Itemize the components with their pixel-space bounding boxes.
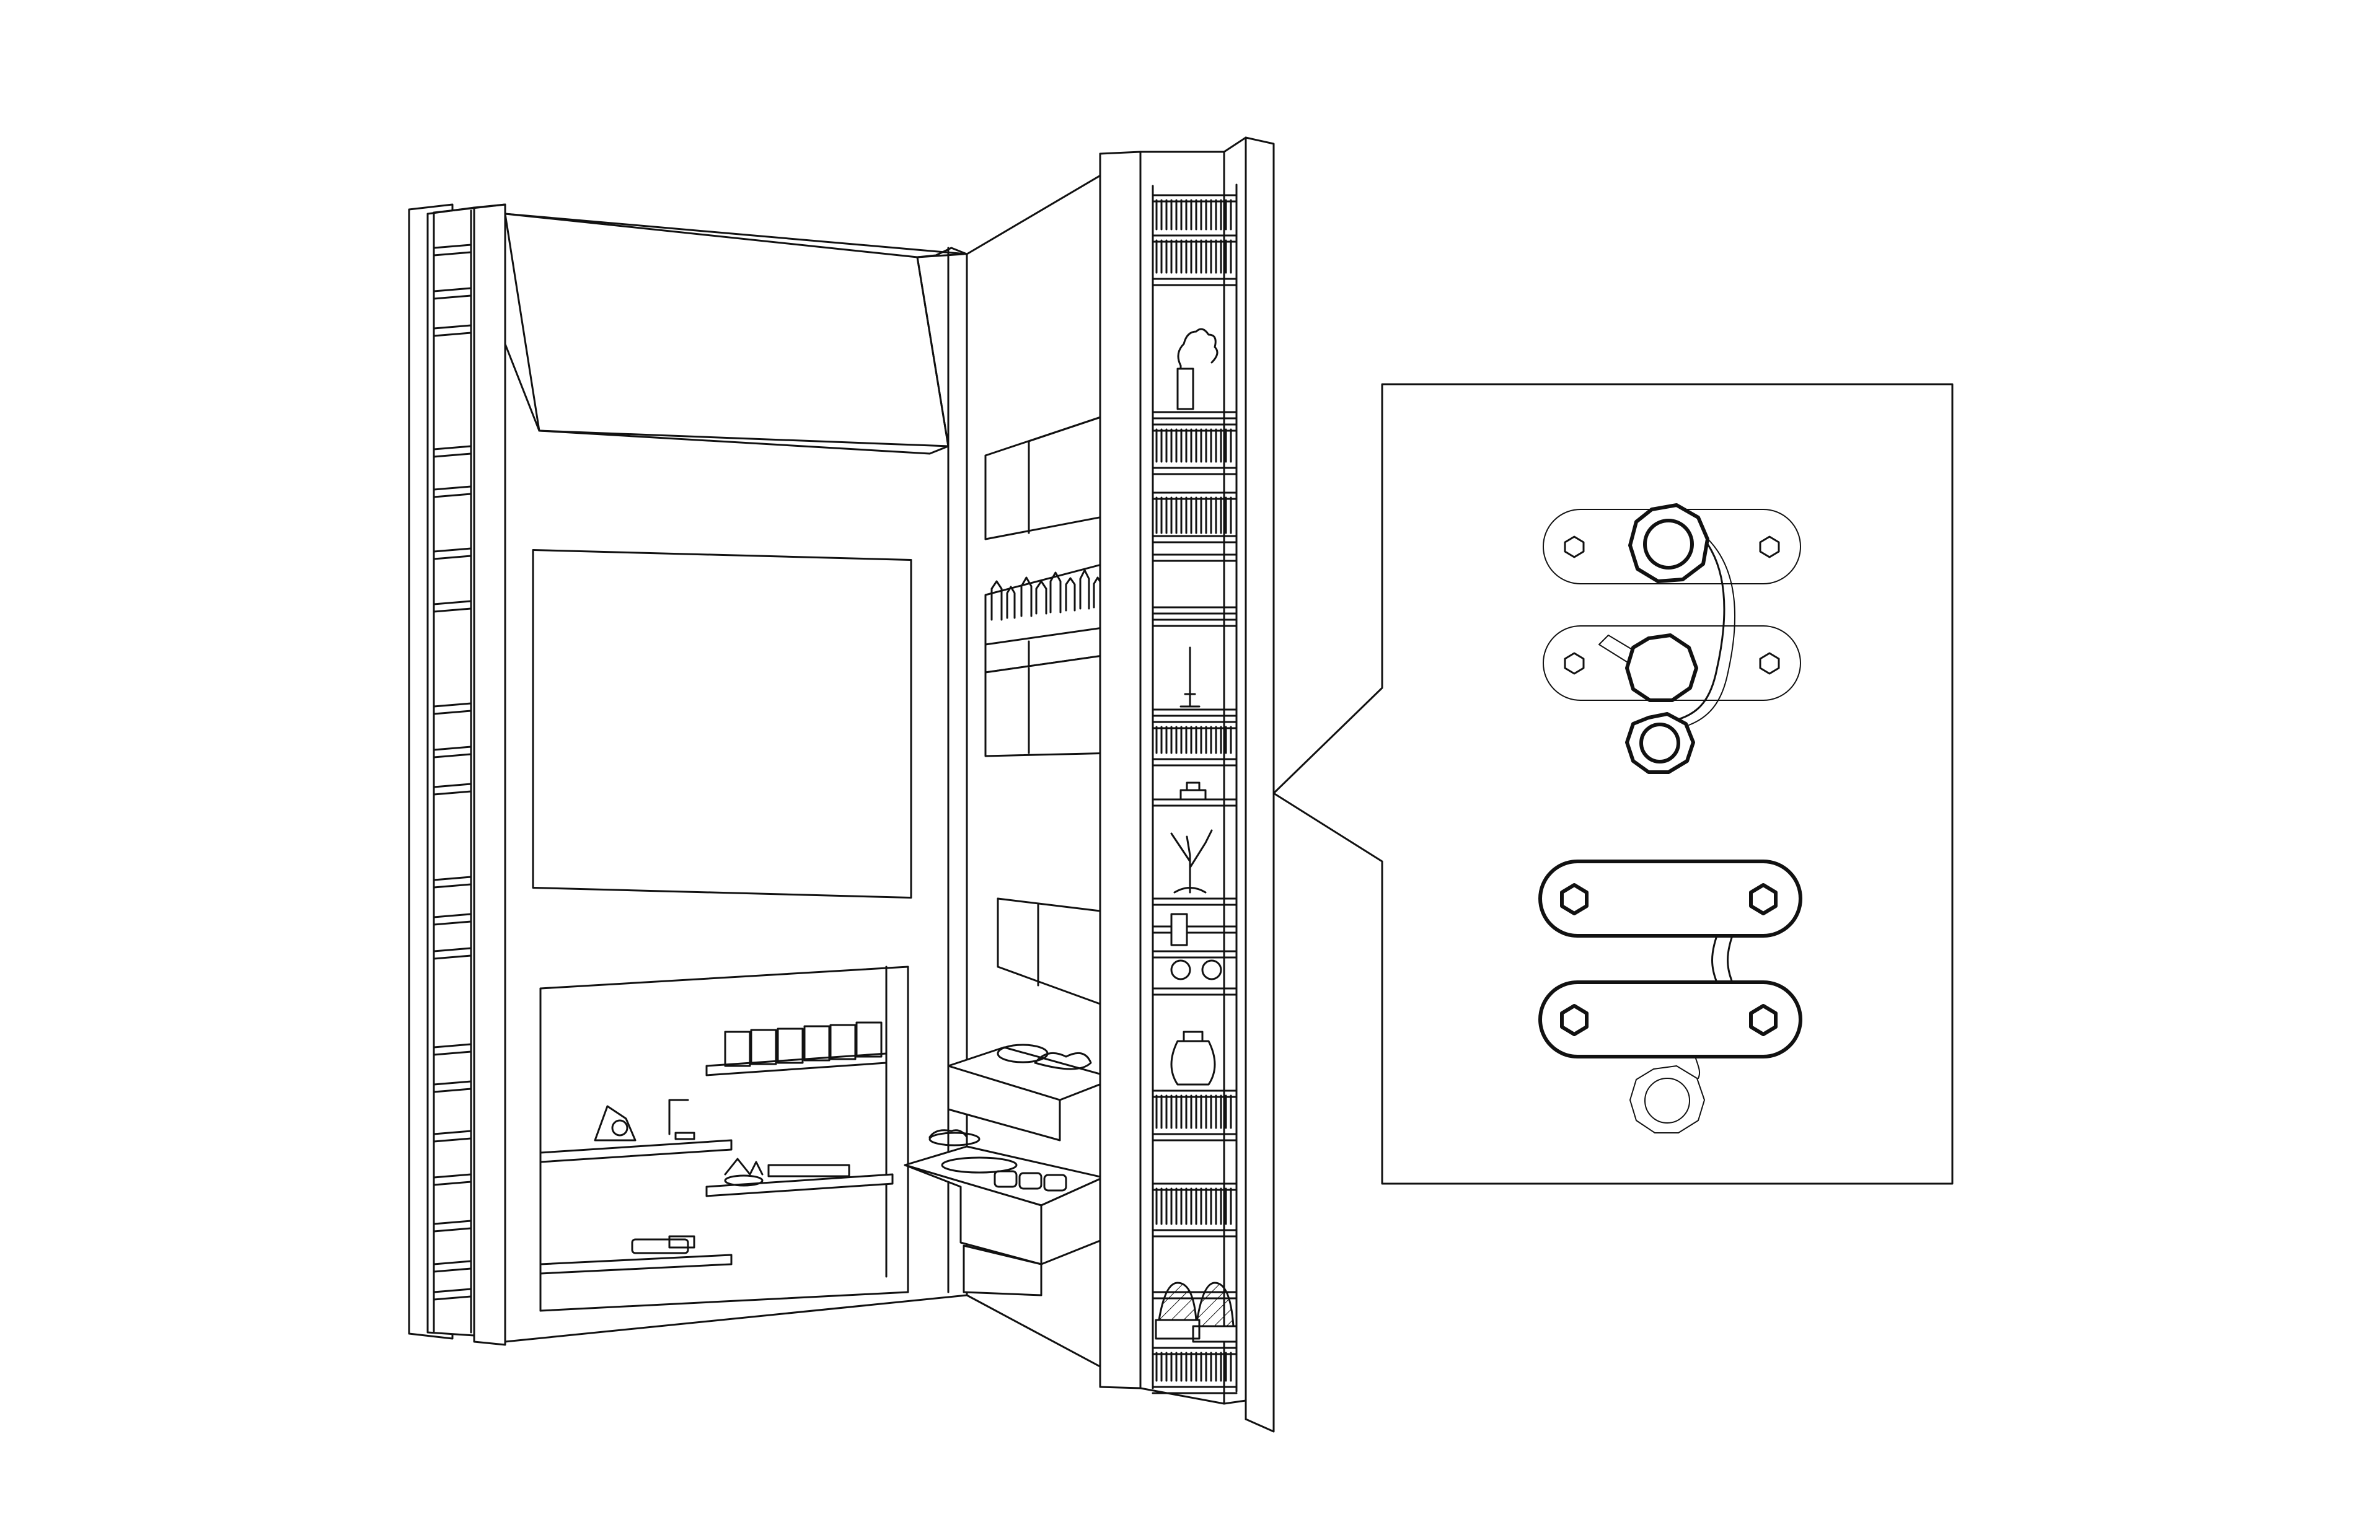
urn: [1170, 1031, 1216, 1086]
pivot-knuckle-bottom: [1625, 712, 1695, 774]
screw-hole-top-right: [1759, 535, 1780, 558]
screw-hole-link-top-right: [1749, 883, 1778, 915]
pivot-knuckle-top: [1628, 503, 1709, 583]
ladder-rung: [433, 746, 472, 751]
ladder-rung: [433, 600, 472, 605]
ladder-rung: [433, 913, 472, 918]
ladder-rung: [433, 445, 472, 451]
ladder-rung: [433, 876, 472, 881]
ladder-rung: [433, 485, 472, 491]
book-stack: [1170, 913, 1188, 946]
pivot-knuckle-hanging: [1629, 1065, 1705, 1133]
basket-left: [1158, 1282, 1197, 1321]
screw-hole-mid-left: [1564, 652, 1585, 675]
basket-right: [1195, 1282, 1235, 1327]
ladder-rung: [433, 883, 472, 889]
ladder-rung: [433, 1181, 472, 1186]
ladder-rung: [433, 547, 472, 553]
counter-blocks: [904, 1044, 1117, 1296]
candlestick: [1179, 646, 1201, 708]
ladder-rung: [433, 702, 472, 708]
ladder-rung: [433, 947, 472, 953]
ladder-rung: [433, 294, 472, 300]
ladder-rung: [433, 783, 472, 788]
ladder-rung: [433, 1173, 472, 1179]
link-connector: [1711, 935, 1734, 983]
screw-hole-link-bottom-left: [1560, 1004, 1589, 1036]
storage-boxes: [724, 1021, 883, 1067]
hinge-detail-open: [1538, 860, 1802, 1133]
ladder-rung: [433, 710, 472, 715]
ladder-rung: [433, 1288, 472, 1293]
right-wall: [904, 151, 1142, 1389]
screw-hole-top-left: [1564, 535, 1585, 558]
left-side-panel: [408, 203, 506, 1346]
door-shelves: [1152, 183, 1238, 1394]
screw-hole-link-top-left: [1560, 883, 1589, 915]
ladder-rung: [433, 1043, 472, 1049]
ladder-rung: [433, 287, 472, 293]
bottles: [990, 569, 1103, 621]
globe-ornament-1: [1170, 959, 1191, 980]
shelf-objects: [594, 1099, 850, 1254]
ladder-rung: [433, 607, 472, 613]
ladder-rung: [433, 1130, 472, 1135]
ladder-rung: [433, 493, 472, 498]
screw-hole-link-bottom-right: [1749, 1004, 1778, 1036]
ladder-rung: [433, 954, 472, 960]
ladder-rung: [433, 324, 472, 330]
hinge-arm-curved: [1678, 526, 1726, 720]
ladder-rung: [433, 790, 472, 796]
basket-bases: [1155, 1319, 1238, 1343]
ladder-rung: [433, 1295, 472, 1301]
ladder-rung: [433, 555, 472, 560]
pivot-knuckle-middle: [1625, 633, 1698, 702]
bonsai-tree: [1170, 829, 1213, 894]
ladder-rung: [433, 452, 472, 458]
ladder-rung: [433, 753, 472, 759]
ladder-rung: [433, 1137, 472, 1143]
ladder-rung: [433, 1260, 472, 1265]
ladder-rung: [433, 332, 472, 337]
vase: [1176, 367, 1194, 410]
picture-panel: [532, 549, 912, 899]
ladder-rung: [433, 1227, 472, 1233]
ladder-rung: [433, 1267, 472, 1273]
detail-callout: [1272, 383, 1954, 1185]
ladder-rung: [433, 1220, 472, 1225]
lower-niche: [539, 966, 909, 1312]
link-plate-top: [1538, 860, 1802, 938]
ladder-rung: [433, 244, 472, 249]
screw-hole-mid-right: [1759, 652, 1780, 675]
hinge-detail-closed: [1543, 503, 1801, 774]
ladder-rung: [433, 920, 472, 926]
ladder-rung: [433, 1080, 472, 1086]
ladder-rung: [433, 251, 472, 257]
link-plate-bottom: [1538, 980, 1802, 1058]
small-box: [1179, 781, 1207, 801]
ladder-rung: [433, 1050, 472, 1056]
range-hood: [504, 213, 968, 455]
globe-ornament-2: [1201, 959, 1222, 980]
ladder-cubbies: [433, 209, 472, 1334]
ladder-rung: [433, 1088, 472, 1093]
bookshelf-door: [1099, 136, 1275, 1433]
